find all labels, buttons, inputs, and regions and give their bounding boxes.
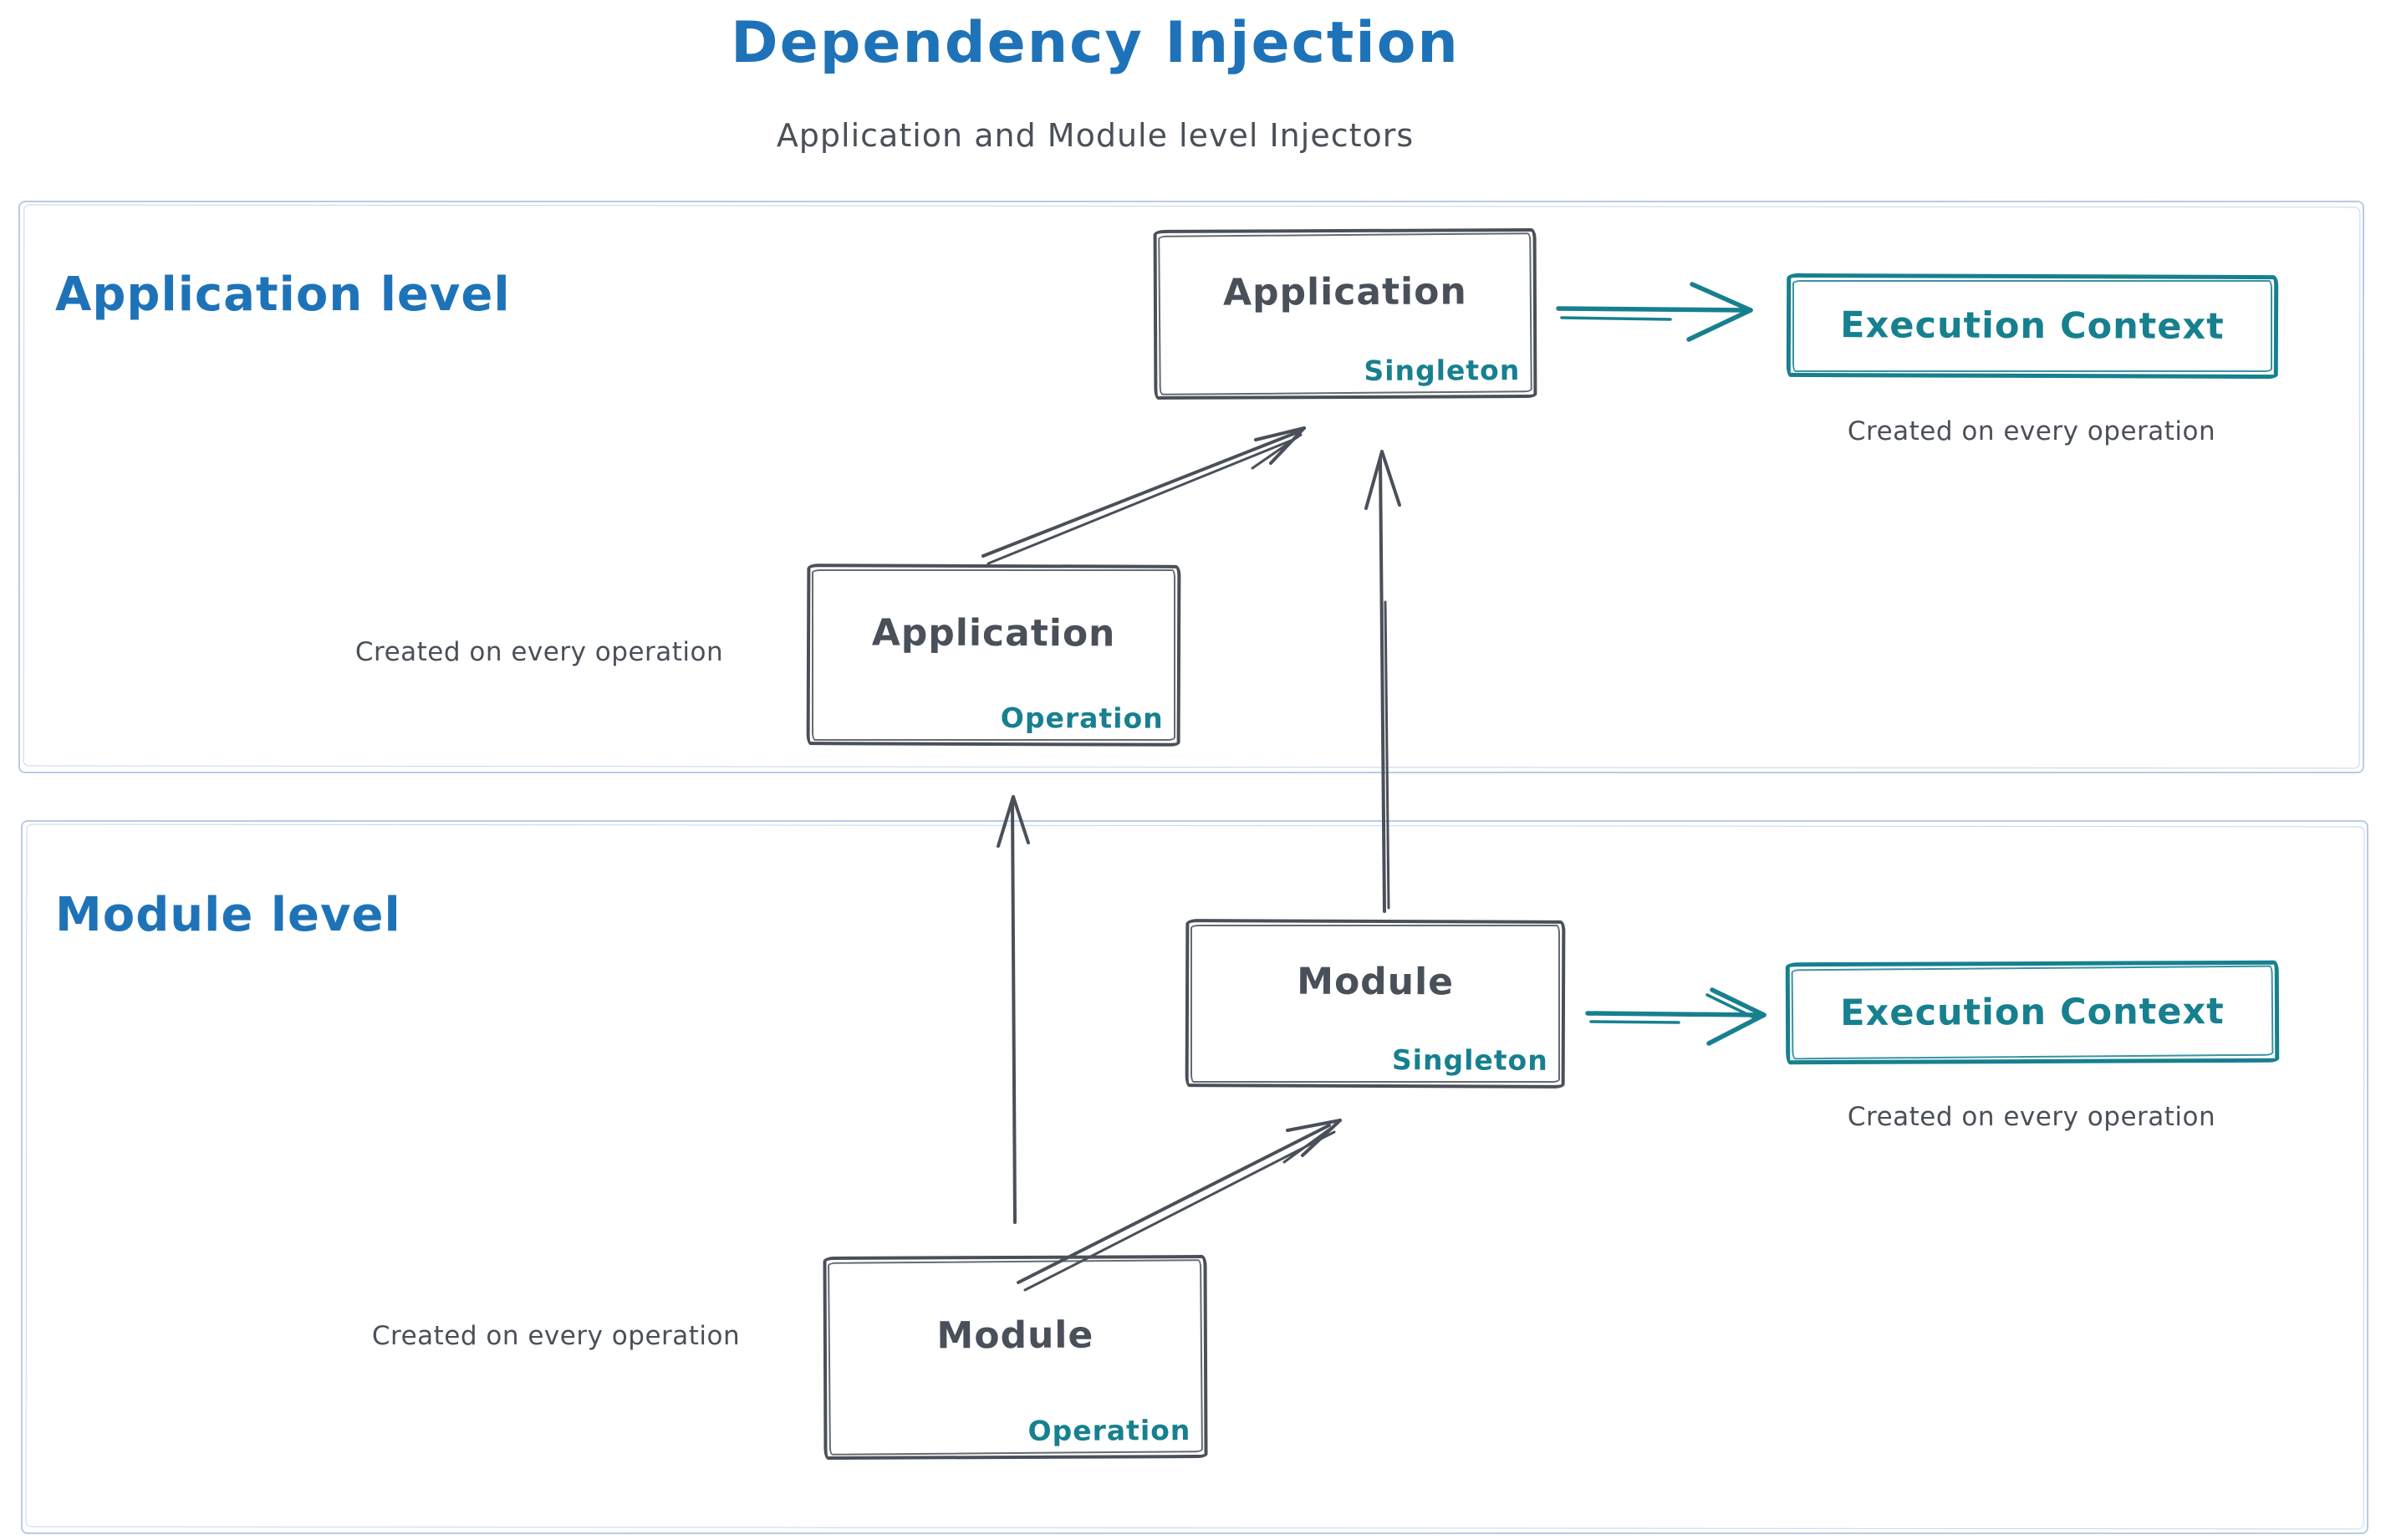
application-singleton-title: Application [1222, 270, 1467, 314]
application-operation-title: Application [871, 611, 1116, 655]
application-singleton-scope: Singleton [1364, 354, 1521, 387]
module-operation-scope: Operation [1027, 1414, 1191, 1447]
module-singleton-scope: Singleton [1391, 1043, 1548, 1077]
execution-context-module-title: Execution Context [1840, 990, 2225, 1035]
module-operation-box: Module Operation [823, 1254, 1208, 1461]
module-operation-title: Module [936, 1313, 1094, 1358]
module-level-section [21, 820, 2368, 1534]
application-level-label: Application level [55, 268, 511, 322]
module-operation-caption: Created on every operation [371, 1321, 741, 1351]
module-singleton-title: Module [1297, 960, 1455, 1004]
application-operation-caption: Created on every operation [354, 637, 724, 667]
execution-context-app-title: Execution Context [1840, 304, 2225, 348]
execution-context-module-caption: Created on every operation [1847, 1102, 2216, 1132]
application-operation-scope: Operation [1000, 701, 1164, 735]
execution-context-module-box: Execution Context [1785, 960, 2280, 1065]
application-level-section [18, 201, 2364, 773]
module-level-label: Module level [55, 888, 401, 942]
module-singleton-box: Module Singleton [1185, 919, 1566, 1089]
execution-context-app-box: Execution Context [1786, 273, 2279, 380]
page-title: Dependency Injection [731, 10, 1460, 76]
application-singleton-box: Application Singleton [1153, 228, 1537, 400]
application-operation-box: Application Operation [806, 563, 1181, 747]
execution-context-app-caption: Created on every operation [1847, 416, 2216, 446]
page-subtitle: Application and Module level Injectors [776, 117, 1415, 154]
